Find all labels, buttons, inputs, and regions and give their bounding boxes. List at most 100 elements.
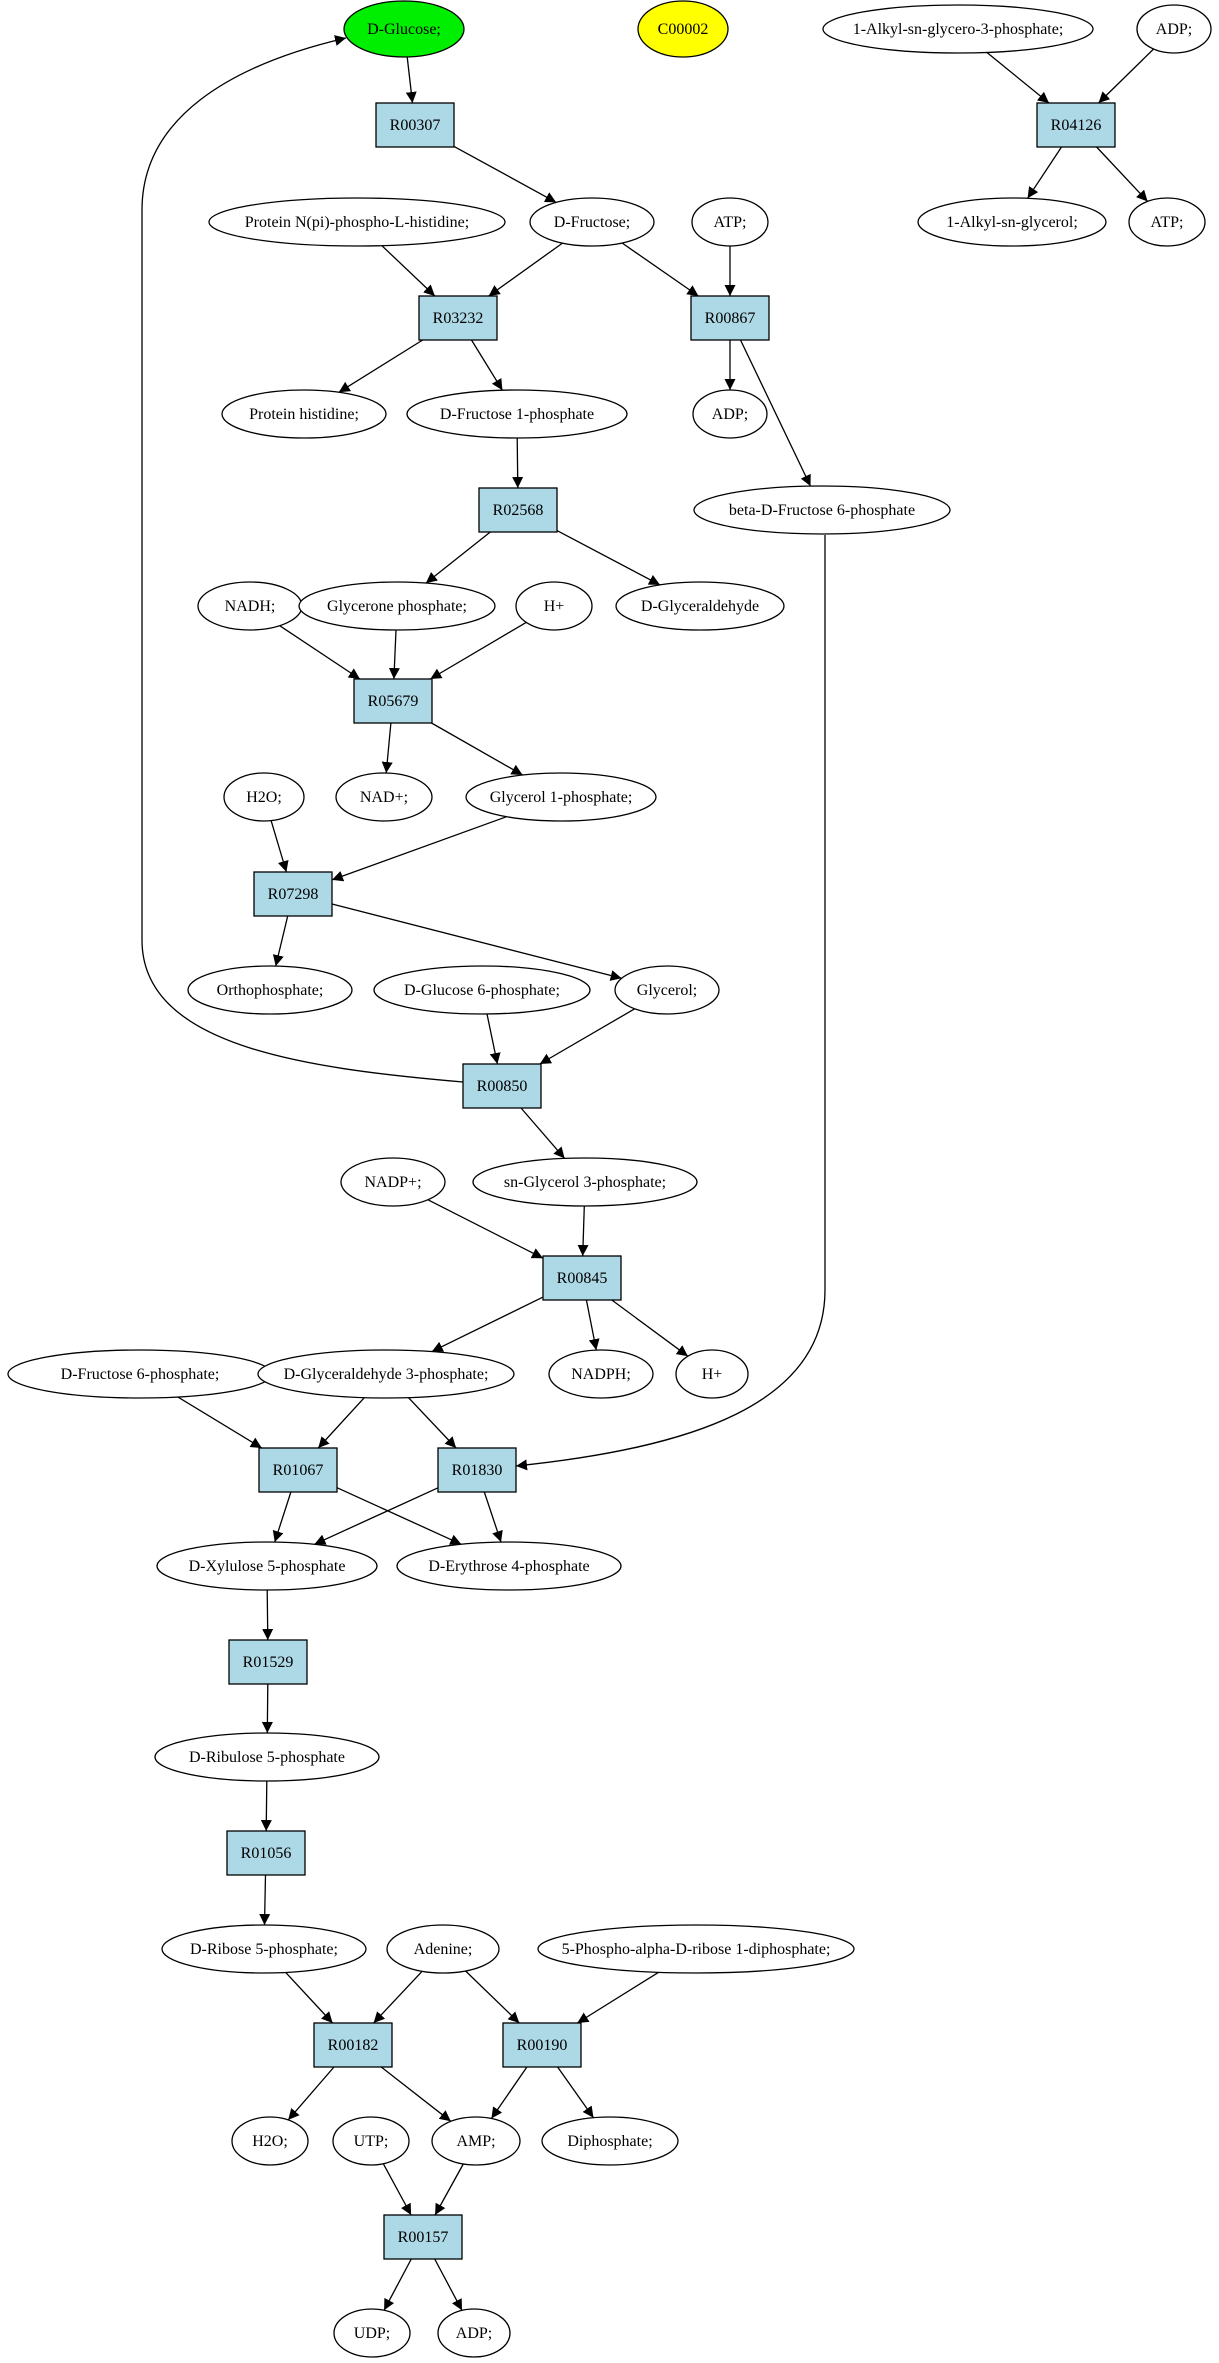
compound-shape [406,389,628,439]
compound-node-nadh[interactable]: NADH; [197,581,303,631]
compound-node-hplus_b[interactable]: H+ [675,1349,749,1399]
edge-dfructose-to-r00867 [621,242,699,297]
compound-shape [615,581,785,631]
compound-label: Protein N(pi)-phospho-L-histidine; [245,214,469,231]
reaction-node-r03232[interactable]: R03232 [418,295,498,341]
compound-node-adp_c[interactable]: ADP; [437,2308,511,2358]
reaction-node-r01830[interactable]: R01830 [437,1447,517,1493]
reaction-label: R07298 [268,886,319,903]
compound-node-alkylg[interactable]: 1-Alkyl-sn-glycerol; [917,197,1107,247]
compound-node-sng3p[interactable]: sn-Glycerol 3-phosphate; [472,1157,698,1207]
compound-node-df6p[interactable]: D-Fructose 6-phosphate; [7,1349,273,1399]
reaction-node-r04126[interactable]: R04126 [1036,102,1116,148]
edge-r00850-to-sng3p [520,1107,566,1159]
compound-node-diphos[interactable]: Diphosphate; [541,2116,679,2166]
compound-node-dglucose[interactable]: D-Glucose; [343,0,465,58]
compound-node-g1p[interactable]: Glycerol 1-phosphate; [465,772,657,822]
edge-r00845-to-nadph [585,1299,600,1351]
compound-shape [396,1541,622,1591]
reaction-label: R03232 [433,310,484,327]
compound-node-alkylg3p[interactable]: 1-Alkyl-sn-glycero-3-phosphate; [822,4,1094,54]
edge-nadpplus-to-r00845 [427,1199,544,1259]
reaction-node-r02568[interactable]: R02568 [478,487,558,533]
compound-label: UTP; [354,2133,389,2150]
compound-shape [221,389,387,439]
compound-label: H2O; [246,789,282,806]
compound-node-amp[interactable]: AMP; [431,2116,521,2166]
compound-node-nadplus[interactable]: NAD+; [335,772,433,822]
compound-label: Glycerol 1-phosphate; [490,789,633,806]
compound-node-dg6p[interactable]: D-Glucose 6-phosphate; [373,965,591,1015]
compound-node-dx5p[interactable]: D-Xylulose 5-phosphate [156,1541,378,1591]
reaction-label: R01067 [273,1462,324,1479]
edge-r05679-to-g1p [431,722,523,776]
reaction-node-r00157[interactable]: R00157 [383,2214,463,2260]
compound-node-nadpplus[interactable]: NADP+; [340,1157,446,1207]
compound-node-dfructose[interactable]: D-Fructose; [529,197,655,247]
compound-node-adp_b[interactable]: ADP; [692,389,768,439]
compound-node-hplus_a[interactable]: H+ [515,581,593,631]
edge-r00845-to-hplus_b [611,1299,689,1357]
reaction-box [542,1255,622,1301]
reaction-box [1036,102,1116,148]
edge-glycp-to-r05679 [388,629,400,680]
reaction-node-r00867[interactable]: R00867 [690,295,770,341]
compound-node-bdf6p[interactable]: beta-D-Fructose 6-phosphate [693,485,951,535]
compound-label: 5-Phospho-alpha-D-ribose 1-diphosphate; [562,1941,831,1958]
compound-node-utp[interactable]: UTP; [332,2116,410,2166]
edge-dga3p-to-r01067 [317,1397,365,1449]
edge-sng3p-to-r00845 [577,1205,589,1257]
compound-node-h2o_b[interactable]: H2O; [231,2116,309,2166]
edge-r00850-to-dglucose [141,35,464,1083]
compound-label: D-Fructose 1-phosphate [440,406,594,423]
reaction-node-r05679[interactable]: R05679 [353,678,433,724]
edge-r07298-to-glycerol [331,903,622,981]
compound-node-adp_a[interactable]: ADP; [1136,4,1212,54]
compound-node-dr5p[interactable]: D-Ribose 5-phosphate; [161,1924,367,1974]
reaction-node-r00850[interactable]: R00850 [462,1063,542,1109]
compound-node-prpp[interactable]: 5-Phospho-alpha-D-ribose 1-diphosphate; [537,1924,855,1974]
reaction-label: R00845 [557,1270,608,1287]
reaction-box [437,1447,517,1493]
compound-node-orthop[interactable]: Orthophosphate; [187,965,353,1015]
compound-label: NADPH; [571,1366,631,1383]
edge-r01056-to-dr5p [259,1874,271,1926]
reaction-node-r07298[interactable]: R07298 [253,871,333,917]
compound-label: 1-Alkyl-sn-glycerol; [946,214,1078,231]
compound-node-atp_b[interactable]: ATP; [1128,197,1206,247]
compound-node-dglyald[interactable]: D-Glyceraldehyde [615,581,785,631]
edge-adenine-to-r00190 [465,1970,520,2024]
reaction-node-r00182[interactable]: R00182 [313,2022,393,2068]
edge-dx5p-to-r01529 [262,1589,274,1641]
compound-node-glycerol[interactable]: Glycerol; [614,965,720,1015]
reaction-node-r00307[interactable]: R00307 [375,102,455,148]
reaction-node-r01529[interactable]: R01529 [228,1639,308,1685]
edge-r01067-to-de4p [336,1487,462,1545]
reaction-label: R01830 [452,1462,503,1479]
compound-node-protnpi[interactable]: Protein N(pi)-phospho-L-histidine; [208,197,506,247]
reaction-node-r01056[interactable]: R01056 [226,1830,306,1876]
compound-node-c00002[interactable]: C00002 [637,0,729,58]
compound-node-atp_a[interactable]: ATP; [691,197,769,247]
compound-node-prothis[interactable]: Protein histidine; [221,389,387,439]
compound-shape [231,2116,309,2166]
reaction-box [258,1447,338,1493]
edge-r03232-to-df1p [470,339,503,391]
compound-node-adenine[interactable]: Adenine; [386,1924,500,1974]
compound-node-de4p[interactable]: D-Erythrose 4-phosphate [396,1541,622,1591]
edge-glycerol-to-r00850 [539,1008,636,1065]
edges-layer [141,35,1155,2311]
compound-node-h2o_a[interactable]: H2O; [223,772,305,822]
reaction-node-r01067[interactable]: R01067 [258,1447,338,1493]
reaction-box [226,1830,306,1876]
compound-shape [675,1349,749,1399]
compound-node-dga3p[interactable]: D-Glyceraldehyde 3-phosphate; [257,1349,515,1399]
compound-node-df1p[interactable]: D-Fructose 1-phosphate [406,389,628,439]
compound-node-dru5p[interactable]: D-Ribulose 5-phosphate [154,1732,380,1782]
reaction-node-r00845[interactable]: R00845 [542,1255,622,1301]
reaction-node-r00190[interactable]: R00190 [502,2022,582,2068]
compound-node-glycp[interactable]: Glycerone phosphate; [298,581,496,631]
compound-node-nadph[interactable]: NADPH; [548,1349,654,1399]
compound-label: ADP; [1156,21,1192,38]
compound-node-udp[interactable]: UDP; [333,2308,411,2358]
